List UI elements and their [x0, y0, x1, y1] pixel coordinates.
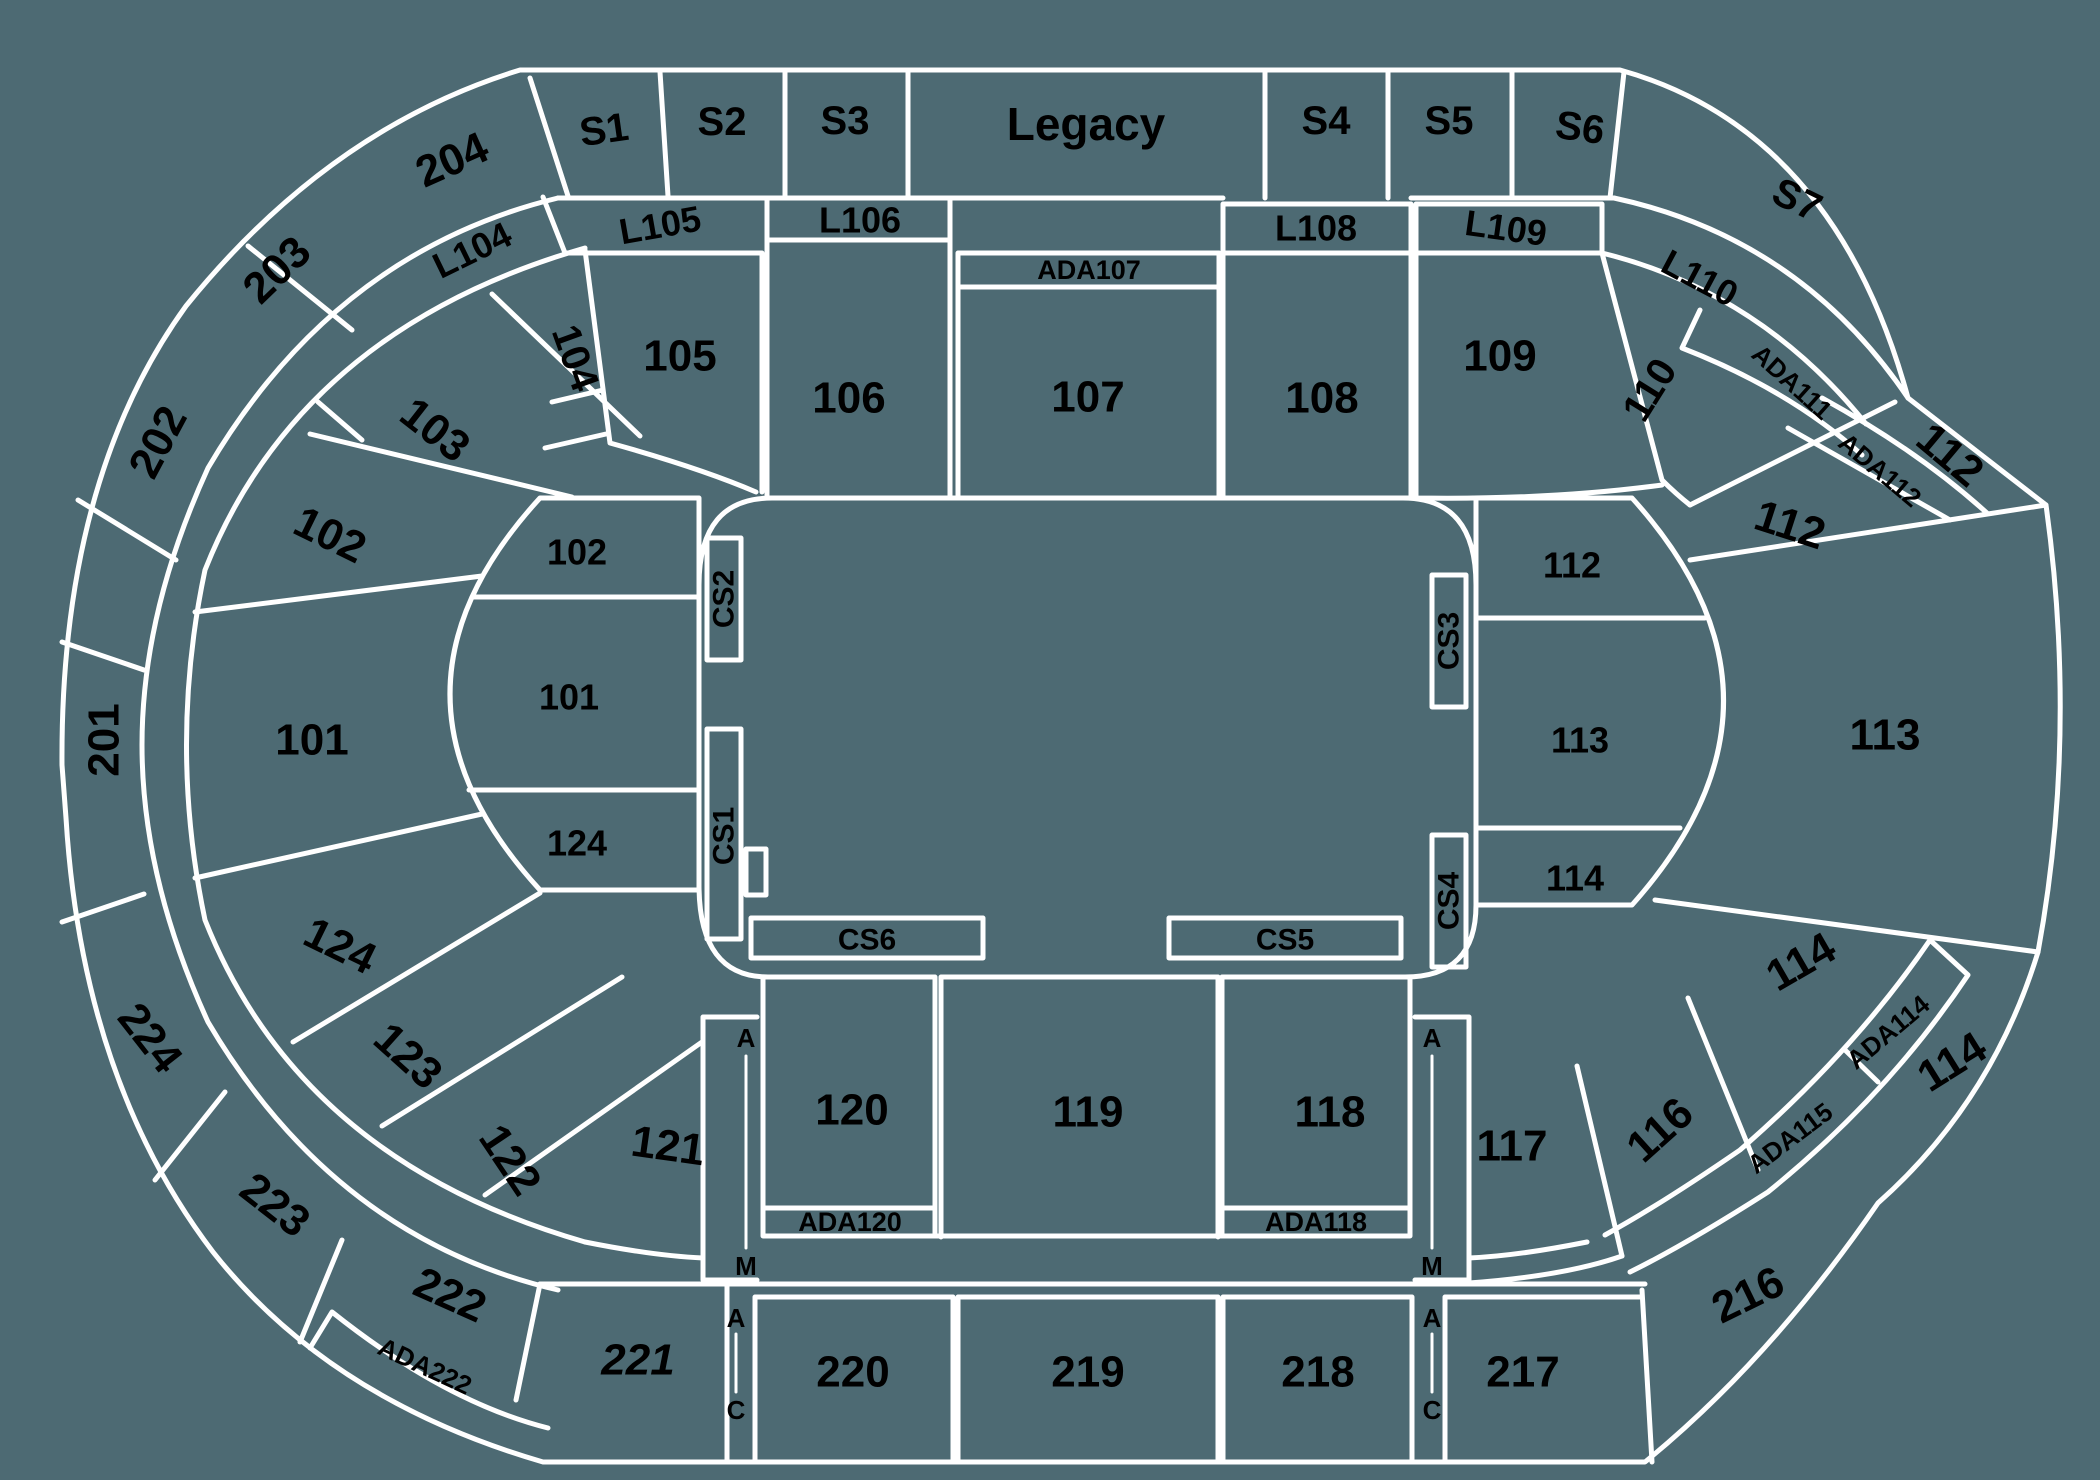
section-label-101-fan[interactable]: 101 [275, 716, 348, 765]
row-marker-a-right-upper: A [1423, 1023, 1442, 1053]
bottom-row-lines [307, 1253, 1655, 1465]
right-fan-lines [1574, 250, 2049, 1275]
section-label-113-outer[interactable]: 113 [1850, 711, 1921, 760]
section-label-102-fan[interactable]: 102 [286, 497, 373, 573]
section-label-217[interactable]: 217 [1486, 1348, 1559, 1397]
row-marker-a-right-lower: A [1423, 1303, 1442, 1333]
cs5-box[interactable] [1166, 915, 1404, 961]
section-label-218[interactable]: 218 [1281, 1348, 1354, 1397]
section-label-s7[interactable]: S7 [1765, 170, 1828, 231]
section-label-s6[interactable]: S6 [1553, 103, 1608, 153]
section-label-114-outer[interactable]: 114 [1909, 1022, 1996, 1101]
section-label-224[interactable]: 224 [108, 994, 192, 1082]
section-label-ada107[interactable]: ADA107 [1037, 255, 1141, 285]
section-label-cs3[interactable]: CS3 [1433, 612, 1466, 670]
section-label-121[interactable]: 121 [628, 1117, 708, 1176]
court-corners [696, 495, 1479, 980]
section-label-124-inner[interactable]: 124 [547, 823, 607, 864]
section-label-222[interactable]: 222 [406, 1258, 493, 1333]
section-label-220[interactable]: 220 [816, 1348, 889, 1397]
row-marker-a-left-upper: A [737, 1023, 756, 1053]
section-label-201[interactable]: 201 [80, 703, 129, 776]
section-label-101-inner[interactable]: 101 [539, 677, 599, 718]
section-label-cs4[interactable]: CS4 [1433, 872, 1466, 931]
section-label-216[interactable]: 216 [1704, 1257, 1791, 1333]
section-label-223[interactable]: 223 [231, 1163, 319, 1247]
section-label-120[interactable]: 120 [815, 1086, 888, 1135]
section-label-108[interactable]: 108 [1285, 374, 1358, 423]
section-label-ada112[interactable]: ADA112 [1833, 427, 1928, 513]
section-label-113-inner[interactable]: 113 [1551, 720, 1609, 761]
section-label-102-inner[interactable]: 102 [547, 532, 607, 573]
section-label-117[interactable]: 117 [1477, 1122, 1548, 1171]
cs-boxes [704, 535, 1469, 970]
section-label-cs2[interactable]: CS2 [708, 570, 741, 628]
row-marker-arrows [734, 1054, 1434, 1394]
cs2-box[interactable] [704, 535, 744, 663]
section-label-l110[interactable]: L110 [1655, 241, 1745, 315]
left-fan-outer-arc [184, 194, 588, 1245]
inner-left-column [447, 495, 702, 893]
section-label-l106[interactable]: L106 [819, 200, 901, 241]
section-label-116[interactable]: 116 [1617, 1088, 1703, 1172]
section-label-123[interactable]: 123 [364, 1013, 451, 1099]
cs4-box[interactable] [1429, 832, 1469, 970]
section-label-ada222[interactable]: ADA222 [373, 1331, 476, 1400]
inner-right-column [1473, 495, 1726, 908]
section-label-204[interactable]: 204 [408, 122, 495, 197]
section-label-202[interactable]: 202 [119, 398, 197, 486]
section-label-s3[interactable]: S3 [821, 99, 870, 143]
section-label-105[interactable]: 105 [643, 332, 716, 381]
section-label-114-inner[interactable]: 114 [1546, 858, 1604, 899]
row-marker-c-left: C [727, 1395, 746, 1425]
section-label-124-fan[interactable]: 124 [296, 908, 384, 984]
ring-inner-outline [139, 195, 1911, 1293]
row-lanes [582, 1014, 1590, 1283]
section-label-122[interactable]: 122 [469, 1116, 551, 1204]
section-label-118[interactable]: 118 [1295, 1088, 1366, 1137]
section-label-cs5[interactable]: CS5 [1256, 924, 1314, 957]
section-label-ada120[interactable]: ADA120 [798, 1207, 902, 1237]
section-label-l105[interactable]: L105 [616, 198, 704, 253]
row-marker-c-right: C [1423, 1395, 1442, 1425]
section-label-l109[interactable]: L109 [1463, 202, 1550, 254]
section-label-legacy[interactable]: Legacy [1007, 98, 1166, 150]
section-label-221[interactable]: 221 [600, 1336, 674, 1385]
left-fan-radials [192, 247, 759, 1198]
row-marker-m-right: M [1421, 1251, 1443, 1281]
section-label-s4[interactable]: S4 [1302, 99, 1352, 143]
cs1-box[interactable] [704, 726, 744, 942]
section-label-l108[interactable]: L108 [1275, 208, 1357, 249]
section-label-cs1[interactable]: CS1 [708, 807, 741, 865]
floor-top-lines [562, 195, 1693, 508]
section-label-103[interactable]: 103 [391, 388, 479, 472]
section-label-119[interactable]: 119 [1053, 1088, 1124, 1137]
row-markers: A M A M A C A C [727, 1023, 1443, 1425]
section-label-219[interactable]: 219 [1051, 1348, 1124, 1397]
section-label-106[interactable]: 106 [812, 374, 885, 423]
floor-bottom-lines [760, 974, 1413, 1240]
section-label-107[interactable]: 107 [1051, 373, 1124, 422]
section-label-s2[interactable]: S2 [698, 100, 747, 144]
section-label-110[interactable]: 110 [1614, 351, 1686, 429]
outer-boundary-outline [59, 67, 2063, 1465]
cs3-box[interactable] [1429, 572, 1469, 710]
section-label-109[interactable]: 109 [1463, 332, 1536, 381]
upper-ring-separators [59, 67, 1627, 1403]
section-label-112-inner[interactable]: 112 [1543, 545, 1601, 586]
section-label-cs6[interactable]: CS6 [838, 924, 896, 957]
row-marker-a-left-lower: A [727, 1303, 746, 1333]
section-label-114-mid[interactable]: 114 [1758, 923, 1844, 1001]
section-label-ada118[interactable]: ADA118 [1265, 1207, 1367, 1237]
row-marker-m-left: M [735, 1251, 757, 1281]
section-label-s5[interactable]: S5 [1425, 99, 1474, 143]
small-platform-box [743, 846, 769, 898]
cs6-box[interactable] [748, 915, 986, 961]
section-label-s1[interactable]: S1 [577, 105, 632, 155]
